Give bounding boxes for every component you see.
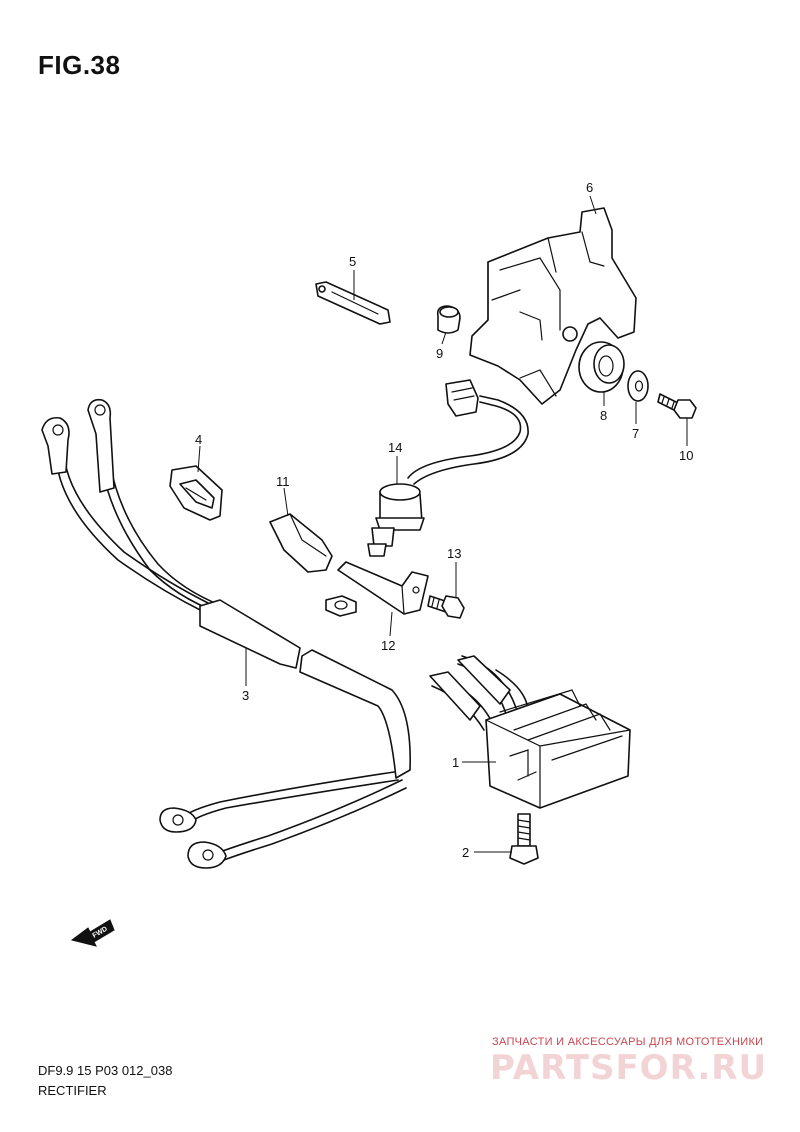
- callout-14: 14: [388, 440, 402, 455]
- callout-6: 6: [586, 180, 593, 195]
- figure-caption: RECTIFIER: [38, 1083, 107, 1098]
- callout-1: 1: [452, 755, 459, 770]
- part-2-bolt[interactable]: [509, 813, 539, 865]
- callout-5: 5: [349, 254, 356, 269]
- part-8-grommet[interactable]: [578, 341, 625, 393]
- callout-12: 12: [381, 638, 395, 653]
- part-4-grommet-plate[interactable]: [169, 465, 223, 521]
- part-12-bracket[interactable]: [337, 561, 429, 615]
- callout-11: 11: [276, 474, 290, 489]
- part-13-bolt[interactable]: [427, 595, 465, 619]
- callout-10: 10: [679, 448, 693, 463]
- callout-2: 2: [462, 845, 469, 860]
- watermark-logo: PARTSFOR.RU: [490, 1048, 768, 1088]
- callout-4: 4: [195, 432, 202, 447]
- part-5-clamp[interactable]: [315, 281, 391, 325]
- hex-nut[interactable]: [325, 595, 357, 617]
- part-9-cap[interactable]: [436, 305, 461, 334]
- part-11-cover[interactable]: [269, 513, 333, 573]
- part-10-screw[interactable]: [657, 393, 697, 419]
- callout-9: 9: [436, 346, 443, 361]
- figure-title: FIG.38: [38, 50, 121, 80]
- fwd-arrow-icon: FWD: [70, 919, 115, 947]
- callout-8: 8: [600, 408, 607, 423]
- watermark-subtitle: ЗАПЧАСТИ И АКСЕССУАРЫ ДЛЯ МОТОТЕХНИКИ: [492, 1036, 764, 1048]
- part-7-washer[interactable]: [627, 370, 649, 402]
- part-1-rectifier[interactable]: [429, 655, 631, 809]
- part-6-bracket[interactable]: [469, 207, 637, 405]
- part-3-wiring-harness[interactable]: [41, 398, 411, 869]
- callout-7: 7: [632, 426, 639, 441]
- callout-13: 13: [447, 546, 461, 561]
- figure-code: DF9.9 15 P03 012_038: [38, 1063, 173, 1078]
- part-14-switch[interactable]: [367, 379, 529, 557]
- callout-3: 3: [242, 688, 249, 703]
